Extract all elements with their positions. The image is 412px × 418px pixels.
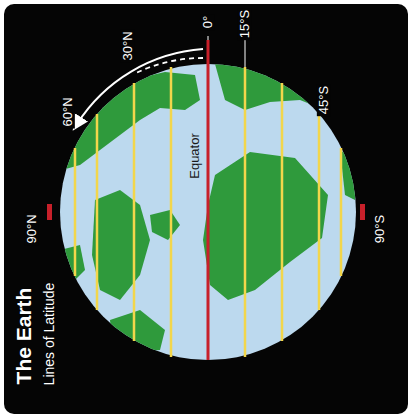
- leader-line: [245, 40, 246, 67]
- leader-line: [208, 36, 209, 40]
- equator-line: [207, 40, 210, 360]
- latitude-label: 15°S: [238, 8, 252, 40]
- subtitle: Lines of Latitude: [42, 283, 57, 386]
- background-panel: [4, 4, 408, 414]
- pole-label: 90°N: [25, 212, 39, 245]
- latitude-label: 0°: [201, 14, 215, 30]
- latitude-label: 45°S: [317, 84, 331, 116]
- latitude-label: 60°N: [61, 95, 75, 128]
- pole-label: 90°S: [373, 213, 387, 245]
- latitude-label: 30°N: [121, 29, 135, 62]
- angle-arc-dashed: [134, 58, 203, 74]
- pole-marker: [47, 204, 52, 220]
- angle-arc: [77, 49, 203, 124]
- equator-label: Equator: [188, 131, 202, 181]
- title: The Earth: [12, 288, 35, 385]
- pole-marker: [360, 204, 365, 220]
